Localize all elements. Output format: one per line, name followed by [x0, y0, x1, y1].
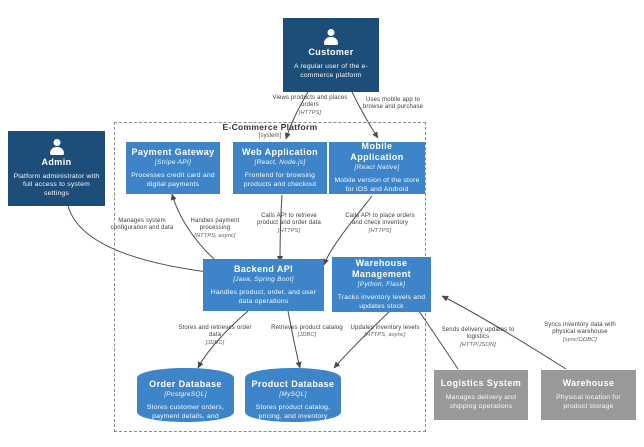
- edge-label-admin-backend-text: Manages system configuration and data: [110, 218, 174, 232]
- node-order-database-title: Order Database: [149, 379, 222, 389]
- node-logistics-system-title: Logistics System: [440, 378, 522, 389]
- edge-label-warehouse-productdb-proto: [HTTPS, async]: [364, 332, 406, 339]
- person-icon: [49, 138, 65, 155]
- edge-label-warehouse-wms: Syncs inventory data with physical wareh…: [536, 322, 624, 344]
- node-payment-gateway[interactable]: Payment Gateway [Stripe API] Processes c…: [126, 142, 220, 194]
- node-web-application-tech: [React, Node.js]: [254, 158, 306, 166]
- edge-label-warehouse-wms-proto: [sync/ODBC]: [563, 336, 597, 343]
- edge-label-web-backend-text: Calls API to retrieve product and order …: [256, 213, 321, 227]
- node-backend-api-title: Backend API: [233, 263, 294, 274]
- node-payment-gateway-description: Processes credit card and digital paymen…: [131, 171, 215, 188]
- node-warehouse-description: Physical location for product storage: [556, 394, 621, 410]
- node-order-database-content: Order Database [PostgreSQL] Stores custo…: [137, 379, 234, 428]
- node-warehouse[interactable]: Warehouse Physical location for product …: [541, 370, 636, 420]
- edge-label-warehouse-productdb-text: Updates inventory levels: [350, 325, 420, 331]
- edge-label-admin-backend: Manages system configuration and data: [104, 218, 180, 233]
- edge-label-backend-orderdb-proto: [JDBC]: [205, 339, 225, 346]
- node-payment-gateway-title: Payment Gateway: [131, 146, 215, 157]
- node-warehouse-management-title: Warehouse Management: [351, 257, 411, 279]
- edge-label-mobile-backend-text: Calls API to place orders and check inve…: [345, 213, 415, 227]
- edge-label-backend-payment-text: Handles payment processing: [190, 218, 240, 232]
- edge-label-backend-orderdb: Stores and retrieves order data [JDBC]: [177, 325, 253, 347]
- node-order-database-description: Stores customer orders, payment details,…: [146, 404, 225, 429]
- node-web-application-description: Frontend for browsing products and check…: [243, 171, 317, 188]
- edge-label-warehouse-productdb: Updates inventory levels [HTTPS, async]: [348, 325, 422, 340]
- node-warehouse-management-description: Tracks inventory levels and updates stoc…: [337, 293, 426, 310]
- node-customer-description: A regular user of the e-commerce platfor…: [294, 63, 368, 79]
- node-mobile-application-title: Mobile Application: [350, 141, 404, 163]
- edge-label-customer-web-text: Views products and places orders: [272, 95, 348, 109]
- edge-label-backend-orderdb-text: Stores and retrieves order data: [178, 325, 252, 339]
- edge-label-backend-productdb-text: Retrieves product catalog: [271, 325, 343, 331]
- edge-label-backend-payment-proto: [HTTPS, async]: [194, 232, 236, 239]
- node-backend-api[interactable]: Backend API [Java, Spring Boot] Handles …: [203, 259, 324, 311]
- node-warehouse-title: Warehouse: [562, 378, 615, 389]
- edge-label-backend-productdb: Retrieves product catalog [JDBC]: [271, 325, 343, 340]
- person-icon: [323, 29, 339, 46]
- edge-label-customer-web-proto: [HTTPS]: [298, 109, 322, 116]
- node-mobile-application-description: Mobile version of the store for iOS and …: [334, 177, 420, 193]
- database-cylinder-icon: [245, 368, 341, 422]
- node-mobile-application-tech: [React Native]: [354, 164, 400, 172]
- edge-label-mobile-backend: Calls API to place orders and check inve…: [344, 213, 416, 235]
- edge-label-customer-web: Views products and places orders [HTTPS]: [271, 95, 349, 117]
- node-admin-title: Admin: [41, 156, 72, 167]
- node-backend-api-tech: [Java, Spring Boot]: [233, 275, 294, 283]
- edge-label-logistics-warehouse: Sends delivery updates to logistics [HTT…: [437, 327, 519, 349]
- node-mobile-application[interactable]: Mobile Application [React Native] Mobile…: [329, 141, 425, 194]
- node-product-database-content: Product Database [MySQL] Stores product …: [245, 379, 341, 420]
- node-payment-gateway-tech: [Stripe API]: [154, 158, 192, 166]
- node-web-application-title: Web Application: [241, 146, 318, 157]
- boundary-subtitle: [system]: [258, 133, 282, 139]
- edge-label-mobile-backend-proto: [HTTPS]: [368, 227, 392, 234]
- edge-label-customer-mobile-text: Uses mobile app to browse and purchase: [362, 97, 424, 111]
- node-warehouse-management[interactable]: Warehouse Management [Python, Flask] Tra…: [332, 257, 431, 312]
- edge-label-backend-payment: Handles payment processing [HTTPS, async…: [183, 218, 247, 240]
- edge-label-web-backend-proto: [HTTPS]: [277, 227, 301, 234]
- boundary-title: E-Commerce Platform: [222, 122, 318, 132]
- edge-label-logistics-warehouse-proto: [HTTP/JSON]: [460, 341, 496, 348]
- node-admin[interactable]: Admin Platform administrator with full a…: [8, 131, 105, 206]
- node-order-database-tech: [PostgreSQL]: [164, 391, 207, 398]
- node-admin-description: Platform administrator with full access …: [13, 172, 100, 197]
- system-boundary-label: E-Commerce Platform [system]: [200, 122, 340, 139]
- node-logistics-system[interactable]: Logistics System Manages delivery and sh…: [434, 370, 528, 420]
- database-cylinder-icon: [137, 368, 234, 422]
- node-customer-title: Customer: [308, 47, 354, 58]
- edge-label-customer-mobile: Uses mobile app to browse and purchase: [355, 97, 431, 112]
- node-order-database[interactable]: Order Database [PostgreSQL] Stores custo…: [137, 368, 234, 428]
- node-backend-api-description: Handles product, order, and user data op…: [210, 288, 317, 305]
- node-product-database-description: Stores product catalog, pricing, and inv…: [255, 404, 331, 420]
- node-customer[interactable]: Customer A regular user of the e-commerc…: [283, 18, 379, 92]
- node-product-database[interactable]: Product Database [MySQL] Stores product …: [245, 368, 341, 422]
- edge-label-backend-productdb-proto: [JDBC]: [297, 332, 317, 339]
- node-logistics-system-description: Manages delivery and shipping operations: [445, 394, 517, 410]
- node-web-application[interactable]: Web Application [React, Node.js] Fronten…: [233, 142, 327, 194]
- edge-label-web-backend: Calls API to retrieve product and order …: [253, 213, 325, 235]
- node-warehouse-management-tech: [Python, Flask]: [357, 280, 406, 288]
- node-product-database-tech: [MySQL]: [279, 391, 307, 398]
- edge-label-logistics-warehouse-text: Sends delivery updates to logistics: [441, 327, 515, 341]
- node-product-database-title: Product Database: [251, 379, 335, 389]
- edge-label-warehouse-wms-text: Syncs inventory data with physical wareh…: [544, 322, 616, 336]
